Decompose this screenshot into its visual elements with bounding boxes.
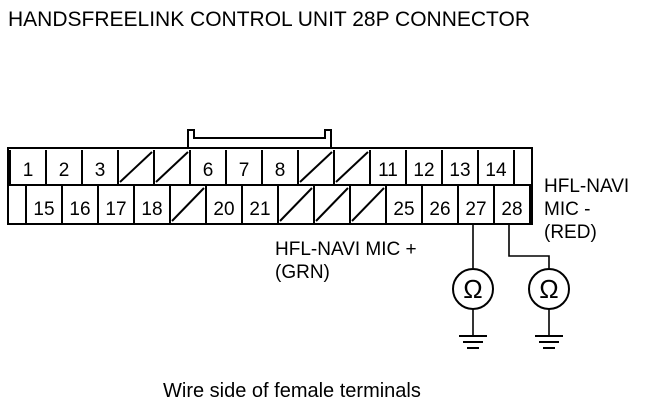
empty-cavity xyxy=(335,151,369,183)
ground-icon xyxy=(535,309,563,349)
empty-cavity xyxy=(279,187,313,222)
mic-minus-label-line1: HFL-NAVI xyxy=(544,176,629,197)
pin-13: 13 xyxy=(449,160,470,181)
empty-cavity xyxy=(351,187,385,222)
pin-25: 25 xyxy=(393,199,414,220)
pin-1: 1 xyxy=(23,160,34,181)
ohmmeter-icon: Ω xyxy=(452,268,494,310)
empty-cavity xyxy=(155,151,189,183)
pin-8: 8 xyxy=(275,160,286,181)
diagram-footer: Wire side of female terminals xyxy=(163,380,421,402)
ohmmeter-icon: Ω xyxy=(528,268,570,310)
pin-17: 17 xyxy=(105,199,126,220)
mic-minus-label-line2: MIC - xyxy=(544,199,590,220)
pin-12: 12 xyxy=(413,160,434,181)
mic-plus-label-line2: (GRN) xyxy=(275,262,330,283)
connector-housing xyxy=(7,129,533,225)
pin-2: 2 xyxy=(59,160,70,181)
empty-cavity xyxy=(171,187,205,222)
pin-14: 14 xyxy=(485,160,507,181)
ground-icon xyxy=(459,309,487,349)
ohm-symbol-1: Ω xyxy=(463,274,482,304)
pin-16: 16 xyxy=(69,199,90,220)
diagram-title: HANDSFREELINK CONTROL UNIT 28P CONNECTOR xyxy=(8,8,530,31)
wire-pin-28 xyxy=(508,224,550,268)
empty-cavity xyxy=(315,187,349,222)
pin-7: 7 xyxy=(239,160,250,181)
pin-27: 27 xyxy=(465,199,486,220)
mic-plus-label-line1: HFL-NAVI MIC + xyxy=(275,239,417,260)
empty-cavity xyxy=(299,151,333,183)
pin-11: 11 xyxy=(378,160,398,181)
pin-18: 18 xyxy=(141,199,162,220)
pin-6: 6 xyxy=(203,160,214,181)
connector-row-2: 15 16 17 18 20 21 25 26 27 28 xyxy=(25,186,531,223)
pin-28: 28 xyxy=(501,199,522,220)
pin-3: 3 xyxy=(95,160,106,181)
pin-21: 21 xyxy=(249,199,270,220)
empty-cavity xyxy=(119,151,153,183)
pin-26: 26 xyxy=(429,199,450,220)
ohm-symbol-2: Ω xyxy=(539,274,558,304)
mic-minus-label-line3: (RED) xyxy=(544,222,597,243)
pin-20: 20 xyxy=(213,199,234,220)
pin-15: 15 xyxy=(33,199,54,220)
